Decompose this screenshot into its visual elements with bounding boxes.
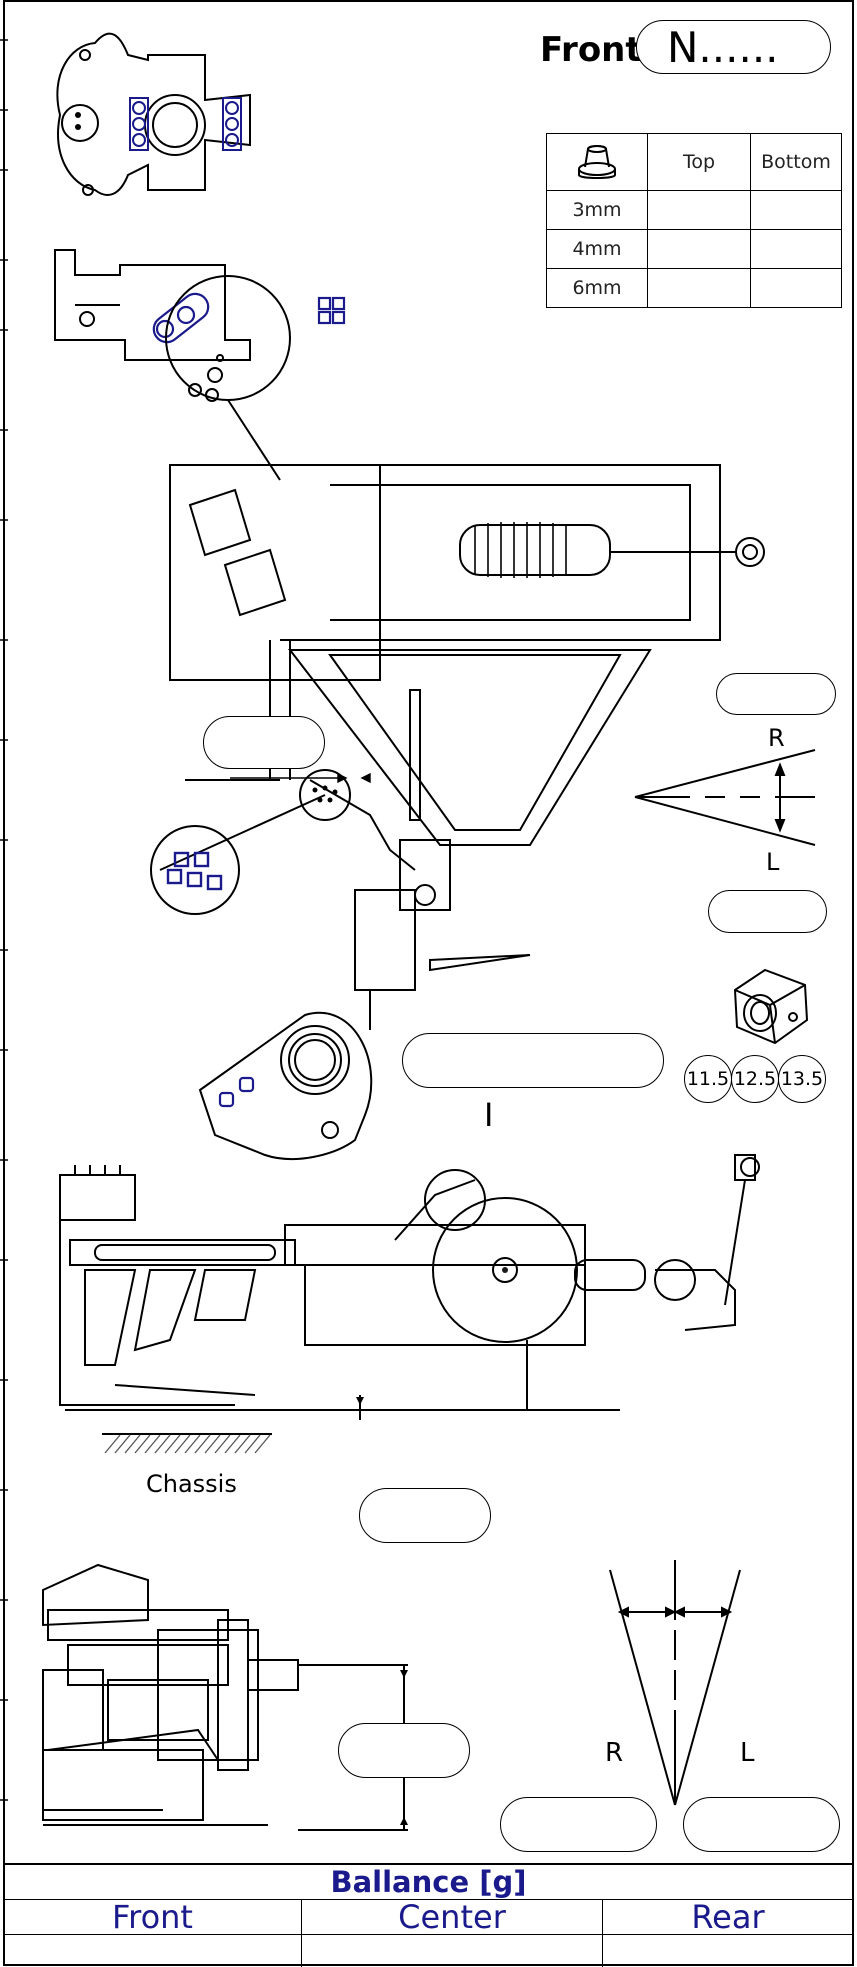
balance-center-value[interactable] [302, 1935, 603, 1967]
balance-col-rear: Rear [603, 1898, 853, 1936]
wheel-height-field[interactable] [338, 1723, 470, 1778]
car-number-value: N...... [667, 23, 779, 72]
balance-title-row: Ballance [g] [4, 1865, 853, 1900]
ride-height-field[interactable] [359, 1488, 491, 1543]
balance-col-front: Front [4, 1898, 302, 1936]
bump-steer-nut [733, 968, 809, 1045]
chassis-label: Chassis [146, 1470, 237, 1498]
steering-block-top-drawing [56, 32, 251, 196]
spacer-row-label: 3mm [546, 190, 648, 230]
camber-right-label: R [605, 1738, 624, 1768]
spacer-3mm-bottom-cell[interactable] [750, 190, 842, 230]
spacer-3mm-top-cell[interactable] [647, 190, 751, 230]
spacer-table: Top Bottom 3mm 4mm 6mm [546, 133, 842, 308]
caster-block-detail [198, 1011, 373, 1161]
front-view-drawing [42, 1563, 408, 1831]
spacer-col-top: Top [647, 133, 751, 191]
camber-left-field[interactable] [683, 1797, 840, 1852]
chassis-ground-hatch [102, 1433, 272, 1454]
front-label: Front [540, 30, 642, 70]
spacer-row-label: 4mm [546, 229, 648, 269]
balance-front-value[interactable] [4, 1935, 302, 1967]
steering-arm-detail [150, 825, 240, 915]
side-view-drawing [59, 1154, 760, 1420]
bump-steer-option[interactable]: 11.5 [684, 1055, 732, 1103]
front-suspension-top-view [159, 275, 765, 1030]
spacer-row-label: 6mm [546, 268, 648, 308]
balance-col-center: Center [302, 1898, 603, 1936]
toe-left-label: L [766, 848, 780, 876]
camber-angle-diagram [609, 1560, 741, 1806]
spacer-icon [578, 144, 616, 179]
bump-steer-option[interactable]: 12.5 [731, 1055, 779, 1103]
caster-field[interactable] [402, 1033, 664, 1088]
balance-table: Ballance [g] Front Center Rear [4, 1863, 853, 1967]
camber-left-label: L [740, 1738, 755, 1768]
balance-title: Ballance [g] [330, 1865, 527, 1899]
steering-block-side-drawing [54, 249, 251, 361]
balance-col-front-label: Front [112, 1898, 193, 1936]
detail-marker: I [484, 1096, 494, 1134]
camber-right-field[interactable] [500, 1797, 657, 1852]
spacer-4mm-top-cell[interactable] [647, 229, 751, 269]
balance-rear-value[interactable] [603, 1935, 853, 1967]
car-number-field[interactable]: N...... [636, 20, 831, 74]
toe-angle-diagram [634, 749, 816, 846]
toe-right-label: R [768, 724, 785, 752]
spacer-col-bottom: Bottom [750, 133, 842, 191]
spacer-6mm-bottom-cell[interactable] [750, 268, 842, 308]
balance-col-center-label: Center [398, 1898, 506, 1936]
spacer-icon-cell [546, 133, 648, 191]
toe-right-field[interactable] [716, 673, 836, 715]
track-width-field[interactable] [203, 716, 325, 769]
spacer-6mm-top-cell[interactable] [647, 268, 751, 308]
bump-steer-option[interactable]: 13.5 [778, 1055, 826, 1103]
toe-left-field[interactable] [708, 890, 827, 933]
track-width-dimension [230, 772, 371, 784]
balance-col-rear-label: Rear [691, 1898, 765, 1936]
spacer-4mm-bottom-cell[interactable] [750, 229, 842, 269]
